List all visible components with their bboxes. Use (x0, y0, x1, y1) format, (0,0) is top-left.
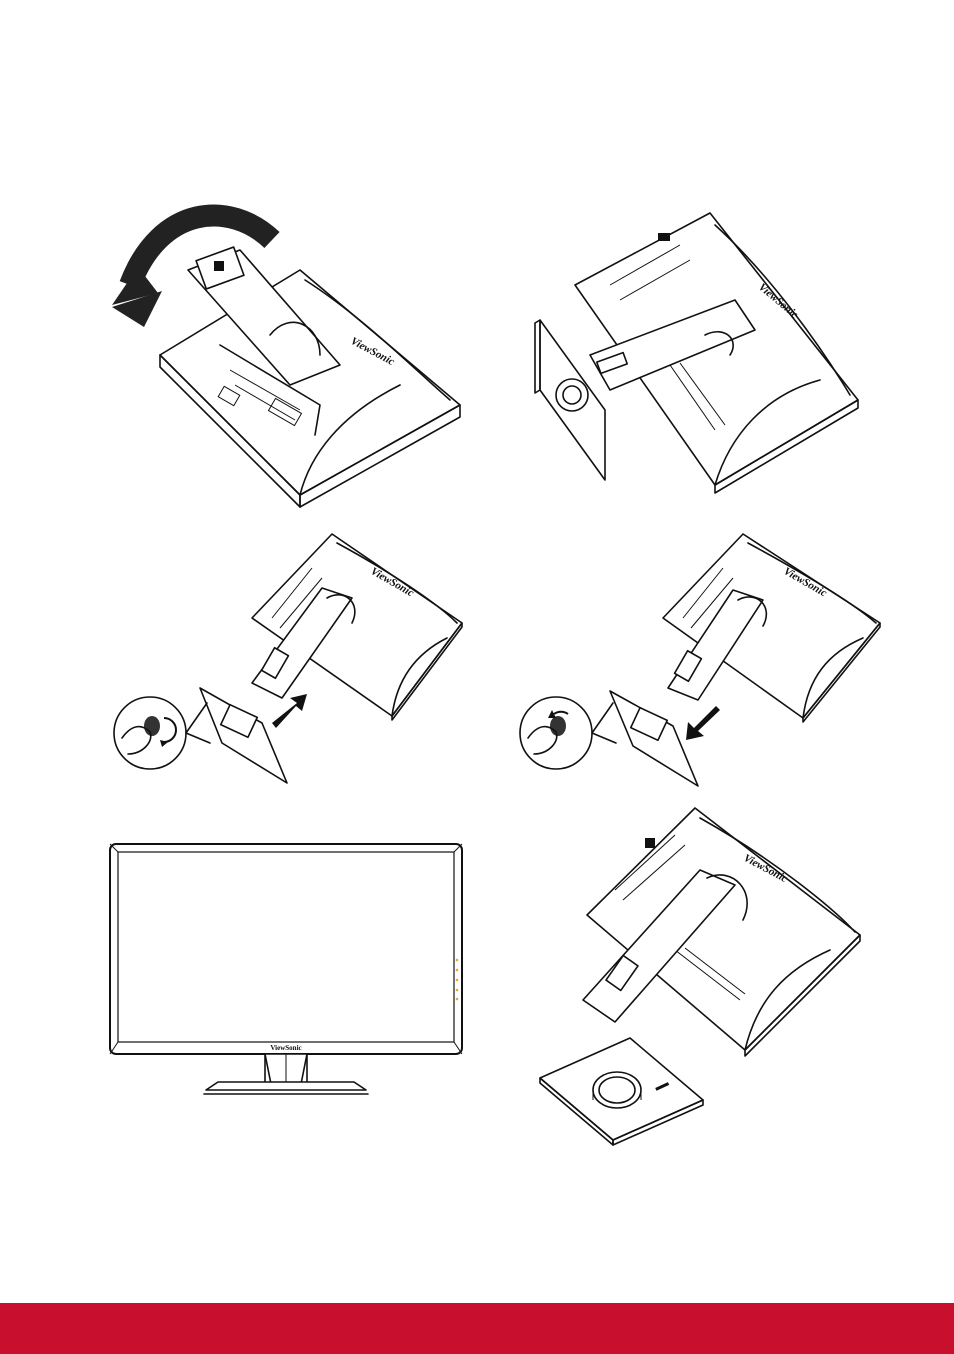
step-1-rotate-monitor-figure: ViewSonic (100, 195, 480, 515)
base-plate-shape (200, 688, 287, 783)
monitor-back-shape (160, 270, 460, 507)
front-brand-logo: ViewSonic (270, 1044, 301, 1052)
monitor-back-shape: ViewSonic (587, 808, 860, 1056)
footer-bar (0, 1303, 954, 1354)
step-4-loosen-screw-figure: ViewSonic (518, 528, 888, 788)
attach-arrow-icon (272, 694, 307, 728)
monitor-bezel-shape (110, 844, 462, 1054)
stand-base-shape (204, 1082, 368, 1094)
hand-screw-detail-circle (520, 697, 616, 769)
step-5-monitor-front-figure: ViewSonic (108, 842, 468, 1102)
hand-screw-detail-circle (114, 697, 210, 769)
step-3-tighten-screw-figure: ViewSonic (112, 528, 472, 788)
detach-arrow-icon (686, 706, 720, 740)
step-6-detached-base-figure: ViewSonic (535, 800, 875, 1150)
step-2-attach-base-figure: ViewSonic (530, 205, 870, 505)
base-plate-shape (610, 691, 698, 786)
base-shape (540, 1038, 703, 1145)
base-plate-shape (535, 320, 605, 480)
stand-neck-shape (265, 1054, 307, 1084)
